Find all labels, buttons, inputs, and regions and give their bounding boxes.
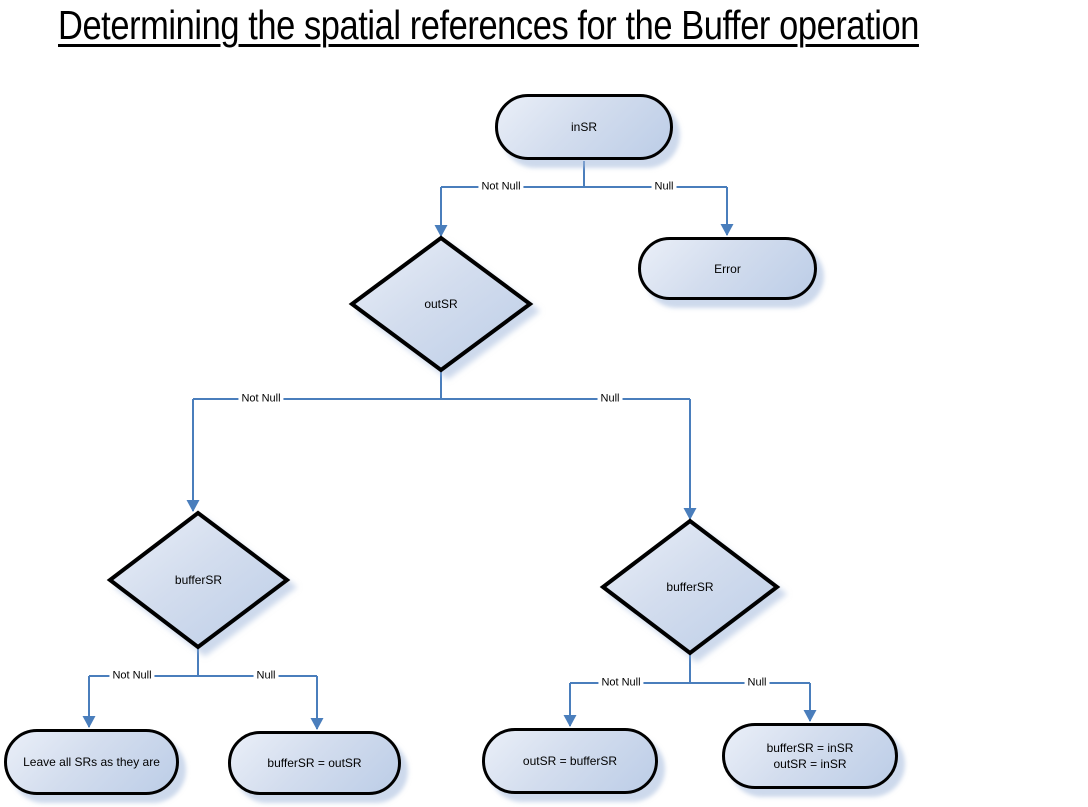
diamond-shape [106, 510, 291, 650]
node-error-label: Error [714, 261, 741, 276]
edge-label-outsr-null: Null [597, 392, 623, 406]
node-buffersr-insr-outsr-insr: bufferSR = inSR outSR = inSR [722, 723, 898, 789]
node-buffersr-eq-outsr: bufferSR = outSR [228, 731, 401, 795]
node-outsr-eq-buffersr: outSR = bufferSR [482, 728, 658, 794]
node-buffersr-left-decision: bufferSR [106, 510, 291, 650]
node-insr-label: inSR [570, 120, 597, 134]
edge-label-buffersr-left-not-null: Not Null [109, 669, 155, 683]
diamond-shape [599, 518, 781, 656]
node-buffersr-insr-outsr-insr-label: bufferSR = inSR outSR = inSR [766, 741, 854, 771]
node-leave-all-srs: Leave all SRs as they are [4, 729, 179, 795]
node-leave-all-srs-label: Leave all SRs as they are [23, 755, 160, 769]
node-buffersr-eq-outsr-label: bufferSR = outSR [267, 756, 362, 770]
node-outsr-decision: outSR [348, 235, 534, 373]
edge-label-outsr-not-null: Not Null [238, 392, 284, 406]
node-buffersr-right-decision-label: bufferSR [666, 580, 714, 594]
node-buffersr-left-decision-label: bufferSR [174, 573, 223, 587]
edge-label-buffersr-left-null: Null [253, 669, 279, 683]
node-buffersr-right-decision: bufferSR [599, 518, 781, 656]
edge-label-buffersr-right-null: Null [744, 676, 770, 690]
edge-label-buffersr-right-not-null: Not Null [598, 676, 644, 690]
node-outsr-eq-buffersr-label: outSR = bufferSR [522, 754, 618, 768]
diamond-shape [348, 235, 534, 373]
node-error: Error [638, 237, 817, 300]
edge-label-insr-not-null: Not Null [478, 180, 524, 194]
node-insr: inSR [495, 94, 673, 160]
page-title: Determining the spatial references for t… [58, 2, 919, 48]
edge-label-insr-null: Null [651, 180, 677, 194]
node-outsr-decision-label: outSR [424, 297, 458, 311]
